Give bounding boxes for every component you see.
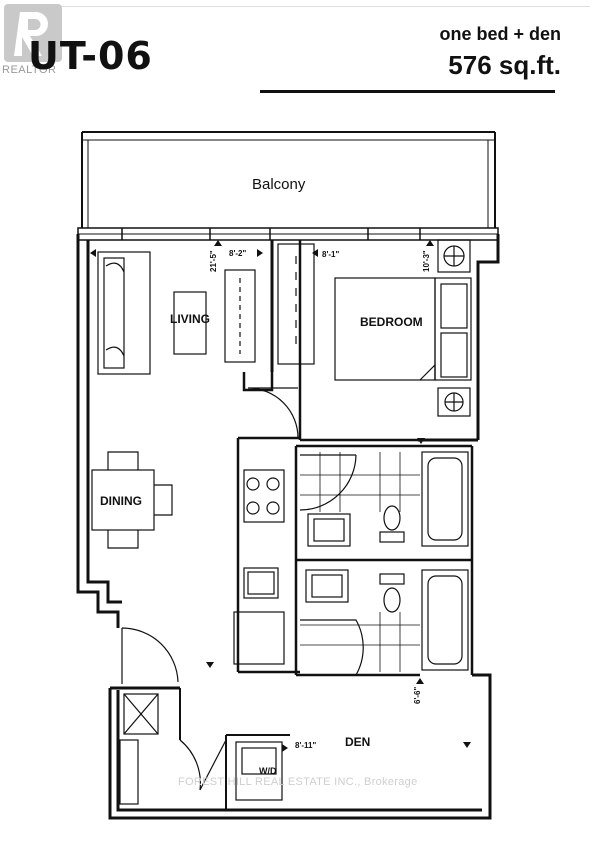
- dim-living-length: 21'-5": [209, 250, 218, 272]
- balcony-area: [81, 131, 496, 228]
- dim-den-width: 8'-11": [295, 741, 317, 750]
- plan-title: UT-06: [28, 34, 153, 78]
- window-wall: [77, 227, 499, 241]
- realtor-logo-text: REALTOR: [2, 64, 57, 76]
- room-label-dining: DINING: [100, 494, 142, 508]
- den-furniture: [119, 693, 283, 805]
- area-label: 576 sq.ft.: [448, 50, 561, 80]
- realtor-logo: REALTOR: [0, 0, 70, 82]
- dining-furniture: [91, 451, 173, 549]
- kitchen: [233, 469, 285, 665]
- appliance-label-wd: W/D: [259, 766, 277, 776]
- outer-walls: [76, 234, 500, 820]
- dim-den-length: 6'-6": [413, 686, 422, 704]
- realtor-logo-mark: [4, 4, 62, 62]
- bed-type: one bed + den: [439, 24, 561, 44]
- top-border: [20, 0, 590, 7]
- room-label-living: LIVING: [170, 312, 211, 326]
- room-label-bedroom: BEDROOM: [360, 315, 423, 329]
- living-furniture: [97, 251, 256, 375]
- dim-living-width: 8'-2": [229, 249, 247, 258]
- bedroom-furniture: [277, 239, 472, 417]
- dimension-markers: [90, 240, 471, 752]
- dim-bedroom-width: 8'-1": [322, 250, 340, 259]
- bathrooms: [300, 451, 469, 672]
- dim-bedroom-length: 10'-3": [422, 250, 431, 272]
- interior-walls: [179, 240, 474, 810]
- room-label-balcony: Balcony: [252, 176, 306, 193]
- room-label-den: DEN: [345, 735, 371, 749]
- watermark: FOREST HILL REAL ESTATE INC., Brokerage: [178, 776, 418, 788]
- title-rule: [260, 90, 555, 93]
